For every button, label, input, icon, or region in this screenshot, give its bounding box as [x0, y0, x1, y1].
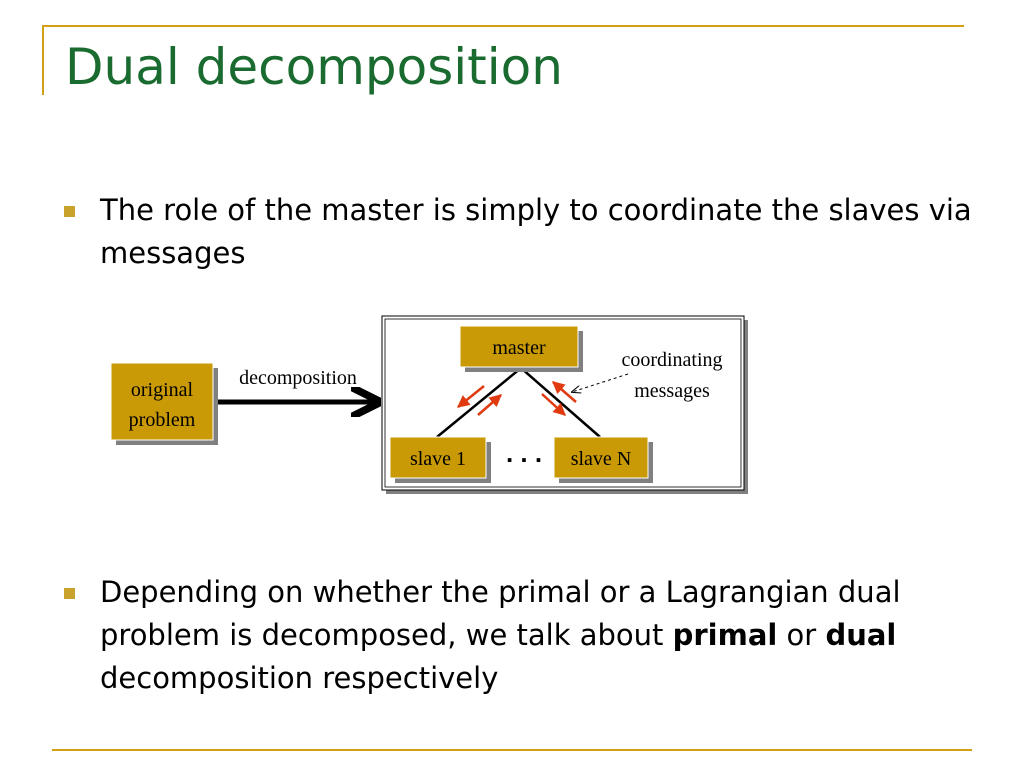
- slave-1-box: slave 1: [389, 436, 491, 483]
- master-slave1-link: [436, 367, 522, 438]
- title-accent-vertical: [42, 25, 44, 95]
- message-arrow-icon: [477, 394, 502, 416]
- original-problem-box: original problem: [110, 362, 218, 445]
- slide-title: Dual decomposition: [65, 38, 563, 96]
- annotation-line1: coordinating: [621, 349, 722, 371]
- bullet-2-connector: or: [777, 618, 826, 652]
- bullet-1: The role of the master is simply to coor…: [100, 193, 972, 270]
- message-arrow-icon: [457, 385, 485, 408]
- title-accent-horizontal: [42, 25, 964, 27]
- primal-term: primal: [672, 618, 778, 652]
- annotation-line2: messages: [634, 380, 710, 402]
- dual-term: dual: [825, 618, 897, 652]
- annotation-pointer: [572, 373, 629, 392]
- master-box: master: [459, 325, 583, 372]
- decomposition-arrow-label: decomposition: [239, 367, 357, 389]
- slave-1-label: slave 1: [410, 448, 466, 470]
- message-arrow-icon: [552, 381, 577, 403]
- bullet-marker-icon: [64, 588, 75, 599]
- footer-accent-line: [52, 749, 972, 751]
- master-label: master: [492, 337, 546, 359]
- slave-n-label: slave N: [571, 448, 632, 470]
- slave-n-box: slave N: [553, 436, 653, 483]
- bullet-2-text: Depending on whether the primal or a Lag…: [100, 575, 901, 652]
- original-problem-label-line2: problem: [129, 409, 196, 431]
- bullet-2-ending: decomposition respectively: [100, 661, 499, 695]
- slaves-ellipsis: . . .: [506, 438, 542, 468]
- master-slaveN-link: [520, 367, 601, 438]
- original-problem-label-line1: original: [131, 379, 194, 401]
- message-arrow-icon: [541, 393, 566, 416]
- bullet-2: Depending on whether the primal or a Lag…: [100, 571, 980, 700]
- bullet-marker-icon: [64, 206, 75, 217]
